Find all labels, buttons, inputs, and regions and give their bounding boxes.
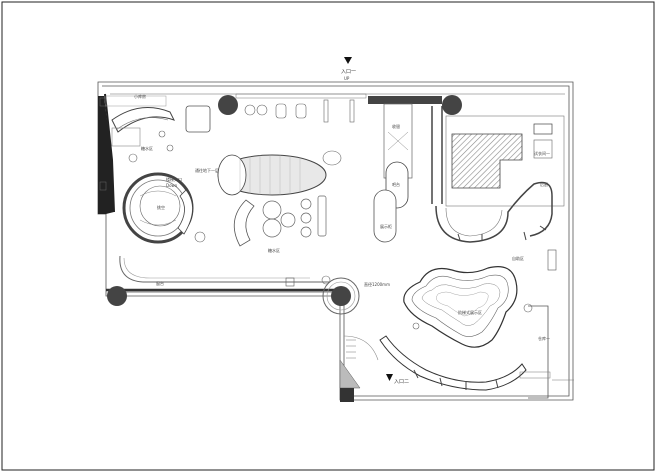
curved-display-inner: [445, 207, 503, 237]
left-wall-inner: [104, 93, 115, 213]
warehouse-door: [519, 371, 551, 379]
stool: [158, 130, 166, 138]
bottom-counter: [123, 257, 310, 279]
long-curved-counter: [379, 335, 527, 391]
self-service-label: 自助区: [512, 255, 524, 261]
water-bar-mid-label: 糖水区: [268, 247, 280, 253]
bar-label: 吧台: [392, 181, 400, 187]
fitting-room-hatch: [451, 133, 523, 189]
stepped-exhibit-label: 阶梯式展示区: [458, 309, 482, 315]
bar-cabinet-x: [387, 131, 409, 151]
curved-sofa: [233, 199, 255, 247]
small-warehouse-label: 小库房: [134, 93, 146, 99]
water-bar-table: [111, 127, 141, 147]
table-top: [185, 105, 211, 133]
toilet: [295, 103, 307, 119]
top-wall-black: [368, 96, 442, 104]
small-cabinet: [99, 181, 107, 191]
columns: [107, 95, 462, 306]
fitting-room-label: 试衣间一: [534, 150, 550, 156]
entrance-2-label: 入口二: [394, 379, 409, 385]
water-bar-counter-inner: [115, 117, 169, 131]
partition: [323, 99, 329, 123]
sink: [256, 104, 268, 116]
left-wall: [98, 96, 114, 214]
kitchen-label: 后厨: [540, 181, 548, 187]
toilet: [275, 103, 287, 119]
column: [442, 95, 462, 115]
fitting-cabinet: [533, 139, 553, 159]
down-entrance-label: 通往地下一层: [195, 167, 219, 173]
stepped-exhibit-inner: [421, 283, 501, 326]
tick: [539, 225, 547, 231]
entrance-steps: [346, 339, 356, 359]
partition: [349, 99, 355, 123]
entrance-1-sub: UP: [344, 76, 350, 81]
tick: [457, 233, 461, 241]
round-stool: [322, 150, 342, 166]
room-outline: [445, 115, 565, 207]
stair-down-label: Down: [166, 183, 178, 188]
column-ring: [322, 277, 360, 315]
sink: [244, 104, 256, 116]
capsule-ribs: [239, 155, 301, 195]
tick: [523, 231, 527, 241]
warehouse-1-label: 仓库一: [538, 335, 550, 341]
entrance-pillar: [340, 388, 354, 402]
cashier-label: 收银: [392, 123, 400, 129]
top-window-strip: [235, 93, 367, 99]
column: [331, 286, 351, 306]
display-label: 展示柜: [380, 223, 392, 229]
column-box: [285, 277, 295, 287]
stool: [194, 231, 206, 243]
window-label: 窗台: [156, 280, 164, 286]
void-label: 挑空: [157, 204, 165, 210]
mid-tables: [262, 195, 327, 238]
water-bar-label: 糖水区: [141, 145, 153, 151]
curved-display-wall: [435, 181, 553, 243]
right-wall-block: [547, 249, 557, 271]
stool: [166, 144, 174, 152]
drawing-border: [1, 1, 655, 471]
stepped-exhibit-core: [436, 291, 489, 317]
water-bar-counter: [111, 107, 176, 133]
entrance-2-arrow: [386, 374, 393, 381]
entrance-wedge: [339, 359, 361, 389]
warehouse-1: [528, 305, 549, 399]
stool: [523, 303, 533, 313]
counter-ticks: [413, 369, 499, 390]
void-stair: [122, 172, 194, 244]
capsule-end: [217, 154, 247, 196]
stool: [412, 322, 420, 330]
stool: [128, 153, 138, 163]
stepped-exhibit-outer: [403, 266, 518, 348]
column-ring-inner: [326, 281, 356, 311]
entrance-1-arrow: [344, 57, 352, 64]
bottom-wall-arc: [119, 255, 330, 283]
column-note-label: 直径1200mm: [364, 281, 390, 287]
entrance-1-label: 入口一: [341, 69, 356, 75]
stepped-exhibit-mid: [411, 274, 509, 337]
display-pod: [373, 189, 397, 243]
column: [218, 95, 238, 115]
entrance-door-arc: [343, 335, 379, 361]
stool: [321, 275, 331, 285]
small-cabinet: [99, 97, 107, 107]
column: [107, 286, 127, 306]
fitting-cabinet: [533, 123, 553, 135]
